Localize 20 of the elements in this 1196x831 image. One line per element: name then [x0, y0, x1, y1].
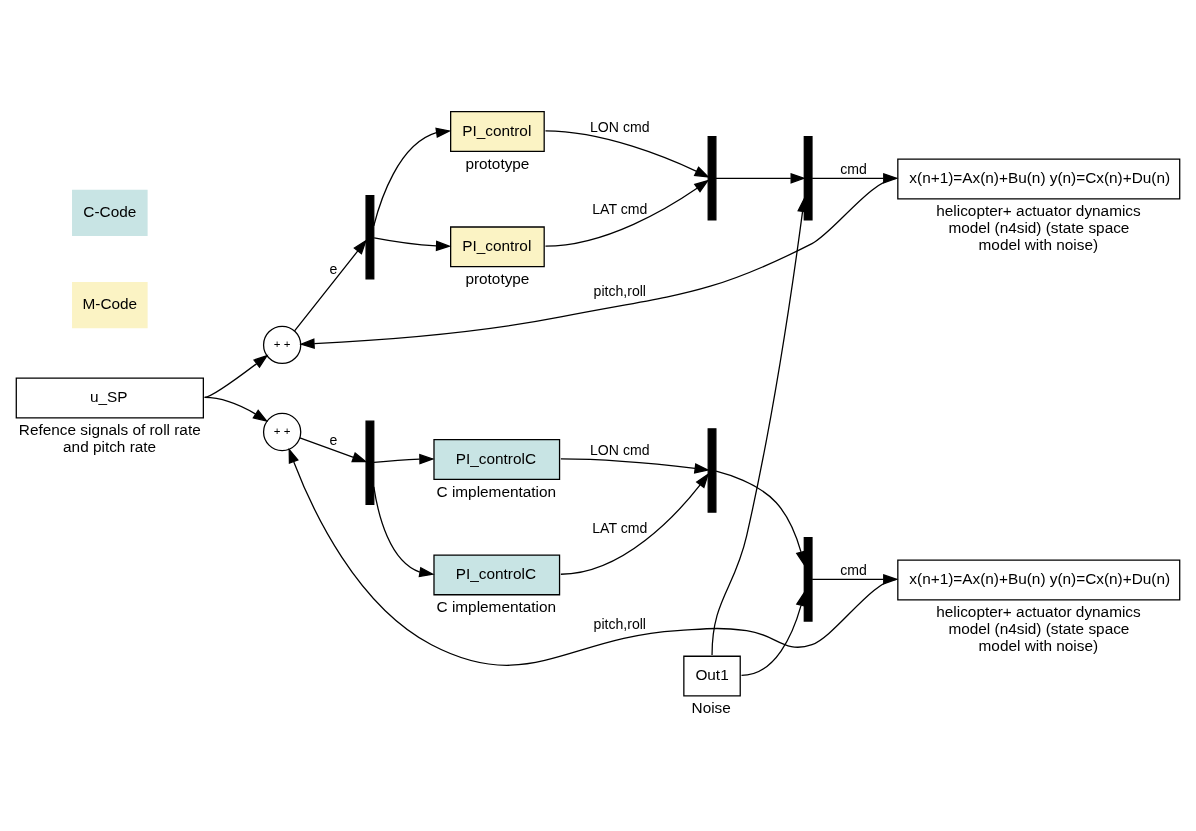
- edge-label: cmd: [840, 160, 867, 177]
- edge-label: cmd: [840, 561, 867, 578]
- node-label: helicopter+ actuator dynamics model (n4sid) (state space model with noise): [936, 201, 1141, 253]
- edge-label: pitch,roll: [593, 282, 646, 299]
- edge-label: e: [329, 260, 338, 277]
- edge-label: LON cmd: [590, 441, 650, 458]
- node-label: prototype: [465, 269, 530, 287]
- edge-label: LON cmd: [590, 118, 650, 135]
- node-label: C implementation: [436, 482, 557, 500]
- edge-label: pitch,roll: [593, 615, 646, 632]
- node-label: Refence signals of roll rate and pitch rate: [18, 420, 201, 455]
- node-label: prototype: [465, 154, 530, 172]
- node-label: helicopter+ actuator dynamics model (n4sid) (state space model with noise): [936, 602, 1141, 654]
- label: C-Code: [83, 202, 137, 220]
- edge-label: LAT cmd: [592, 519, 648, 536]
- edge-label: LAT cmd: [592, 200, 648, 217]
- label: M-Code: [82, 294, 138, 312]
- edge-label: e: [329, 431, 338, 448]
- node-label: C implementation: [436, 597, 557, 615]
- node-label: Noise: [691, 698, 731, 716]
